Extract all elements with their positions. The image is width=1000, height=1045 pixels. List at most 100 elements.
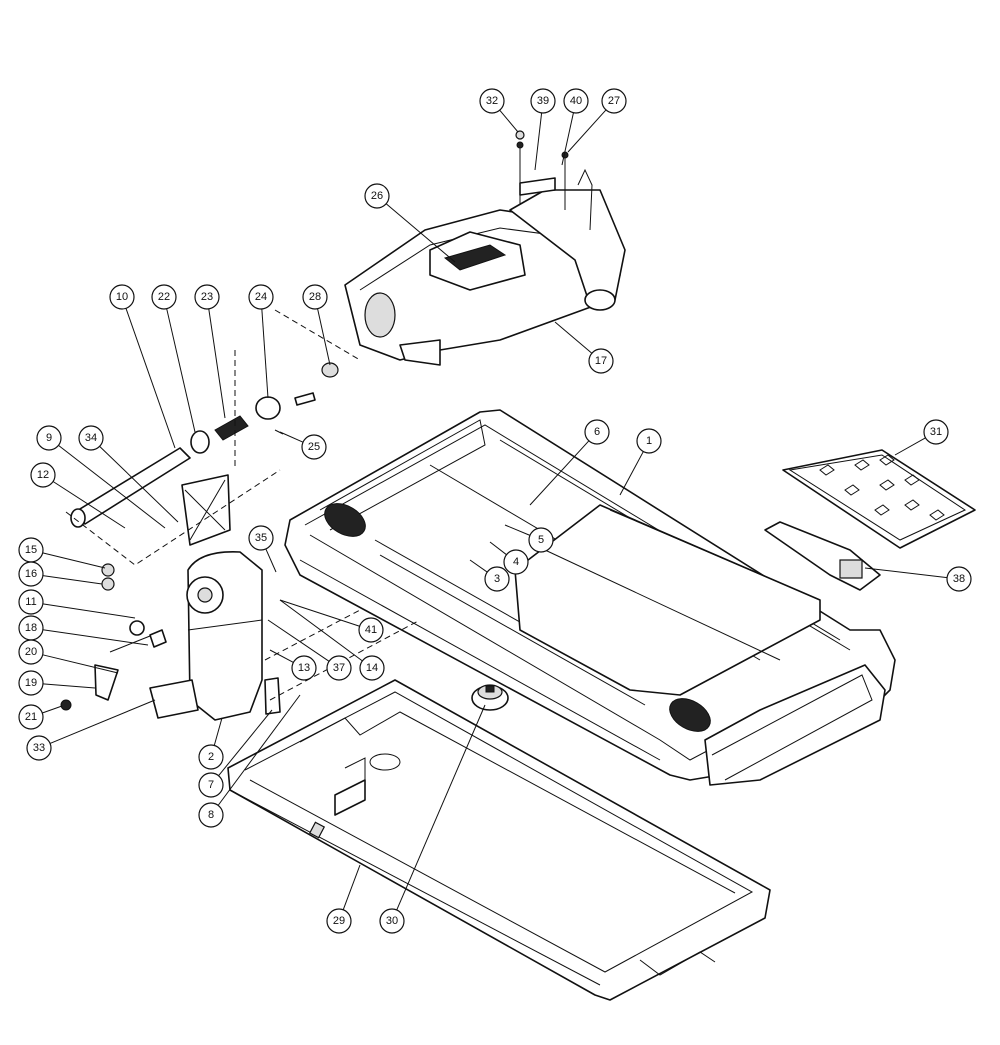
callout-number: 34 <box>85 432 97 444</box>
callout-41: 41 <box>358 617 384 643</box>
leader-line-8 <box>217 694 301 806</box>
leader-line-4 <box>489 541 507 556</box>
top-hardware <box>515 130 593 231</box>
callout-1: 1 <box>636 428 662 454</box>
pivot-housing <box>149 474 281 721</box>
callout-number: 13 <box>298 662 310 674</box>
callout-number: 5 <box>538 534 544 546</box>
callout-26: 26 <box>364 183 390 209</box>
leader-line-6 <box>529 440 590 506</box>
callout-2: 2 <box>198 744 224 770</box>
callout-number: 38 <box>953 573 965 585</box>
leader-line-20 <box>42 654 119 674</box>
callout-18: 18 <box>18 615 44 641</box>
callout-number: 8 <box>208 809 214 821</box>
callout-number: 11 <box>25 596 36 608</box>
callout-34: 34 <box>78 425 104 451</box>
leader-line-10 <box>125 308 176 449</box>
callout-19: 19 <box>18 670 44 696</box>
leader-line-34 <box>99 445 179 523</box>
callout-10: 10 <box>109 284 135 310</box>
leader-line-27 <box>567 109 607 153</box>
leader-line-21 <box>42 705 63 714</box>
callout-number: 31 <box>930 426 942 438</box>
leader-line-22 <box>166 308 196 433</box>
shaft-assembly <box>60 362 339 711</box>
leader-line-32 <box>499 109 519 133</box>
callout-number: 20 <box>25 646 37 658</box>
callout-39: 39 <box>530 88 556 114</box>
callout-28: 28 <box>302 284 328 310</box>
callout-number: 29 <box>333 915 345 927</box>
leader-line-39 <box>534 112 543 171</box>
callout-22: 22 <box>151 284 177 310</box>
leader-line-16 <box>42 575 103 585</box>
callout-number: 4 <box>513 556 519 568</box>
leader-line-7 <box>218 709 273 777</box>
callout-number: 32 <box>486 95 498 107</box>
callout-number: 25 <box>308 441 320 453</box>
callout-33: 33 <box>26 735 52 761</box>
callout-number: 21 <box>25 711 37 723</box>
callout-number: 28 <box>309 291 321 303</box>
callout-number: 17 <box>595 355 607 367</box>
callout-30: 30 <box>379 908 405 934</box>
callout-3: 3 <box>484 566 510 592</box>
callout-number: 18 <box>25 622 37 634</box>
leader-line-41 <box>279 599 360 627</box>
callout-number: 10 <box>116 291 128 303</box>
callout-9: 9 <box>36 425 62 451</box>
callout-number: 33 <box>33 742 45 754</box>
motor-hood <box>344 177 626 366</box>
leader-line-3 <box>469 559 488 573</box>
leader-line-40 <box>561 112 574 166</box>
callout-number: 16 <box>25 568 37 580</box>
leader-line-38 <box>864 567 948 579</box>
leader-line-5 <box>504 524 531 536</box>
callout-number: 30 <box>386 915 398 927</box>
callout-number: 35 <box>255 532 267 544</box>
guide-bracket <box>764 521 881 591</box>
drain-tray <box>227 679 771 1001</box>
callout-35: 35 <box>248 525 274 551</box>
leader-line-18 <box>42 629 149 646</box>
callout-20: 20 <box>18 639 44 665</box>
leader-line-29 <box>342 864 361 910</box>
leader-line-26 <box>385 203 456 263</box>
callout-number: 1 <box>646 435 652 447</box>
leader-line-23 <box>208 308 226 419</box>
callout-number: 14 <box>366 662 378 674</box>
callout-25: 25 <box>301 434 327 460</box>
leader-line-37 <box>267 619 330 662</box>
accessory-tray <box>782 449 976 549</box>
callout-number: 2 <box>208 751 214 763</box>
leader-line-33 <box>49 699 156 744</box>
callout-8: 8 <box>198 802 224 828</box>
callout-number: 15 <box>25 544 37 556</box>
callout-23: 23 <box>194 284 220 310</box>
callout-40: 40 <box>563 88 589 114</box>
callout-15: 15 <box>18 537 44 563</box>
callout-12: 12 <box>30 462 56 488</box>
callout-number: 39 <box>537 95 549 107</box>
callout-number: 7 <box>208 779 214 791</box>
callout-number: 23 <box>201 291 213 303</box>
callout-number: 22 <box>158 291 170 303</box>
leader-line-19 <box>42 683 96 689</box>
callout-number: 27 <box>608 95 620 107</box>
callout-number: 40 <box>570 95 582 107</box>
callout-number: 12 <box>37 469 49 481</box>
callout-number: 26 <box>371 190 383 202</box>
leader-line-31 <box>894 437 926 456</box>
leader-line-24 <box>261 308 269 399</box>
callout-13: 13 <box>291 655 317 681</box>
leader-line-1 <box>619 451 644 496</box>
callout-31: 31 <box>923 419 949 445</box>
callout-38: 38 <box>946 566 972 592</box>
callout-37: 37 <box>326 655 352 681</box>
leader-line-9 <box>58 444 166 529</box>
callout-14: 14 <box>359 655 385 681</box>
callout-number: 6 <box>594 426 600 438</box>
leader-line-2 <box>213 717 223 746</box>
